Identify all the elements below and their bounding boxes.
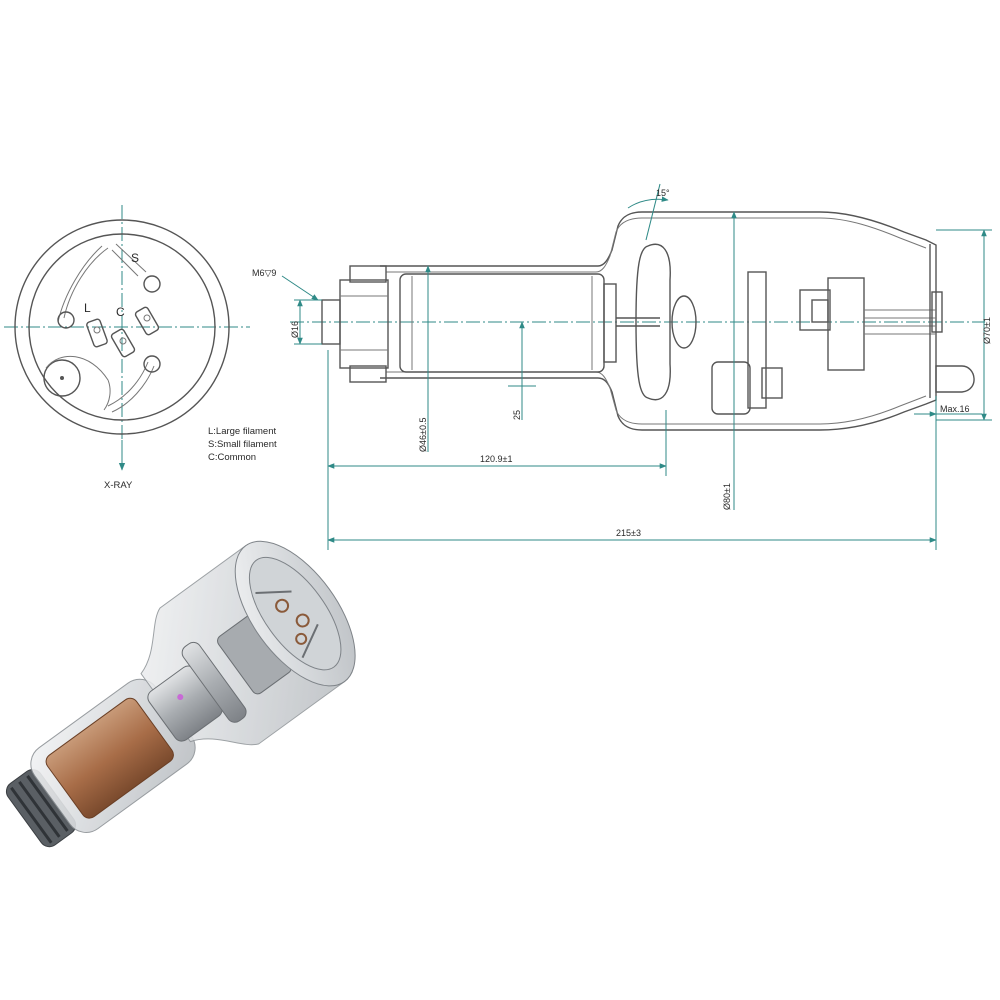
xray-direction-label: X-RAY bbox=[104, 480, 133, 491]
dim-stem-diameter: Ø16 bbox=[290, 321, 300, 338]
end-view-inner-circle bbox=[28, 233, 216, 421]
dim-envelope-small-diameter: Ø46±0.5 bbox=[418, 418, 428, 452]
glass-envelope bbox=[380, 211, 937, 431]
dim-max: Max.16 bbox=[940, 404, 970, 414]
rotor-cylinder bbox=[399, 273, 605, 373]
pin-label-common: C bbox=[116, 305, 125, 319]
dim-envelope-large-diameter: Ø80±1 bbox=[722, 483, 732, 510]
dim-offset: 25 bbox=[512, 410, 522, 420]
end-view: L S C X-RAY L:Large filament S:Small fil… bbox=[4, 205, 277, 491]
anode-disk bbox=[635, 243, 671, 401]
dim-end-diameter: Ø70±1 bbox=[982, 317, 992, 344]
cathode-plate bbox=[747, 271, 767, 409]
dim-overall-length: 215±3 bbox=[616, 528, 641, 538]
dim-anode-length: 120.9±1 bbox=[480, 454, 512, 464]
legend-common: C:Common bbox=[208, 452, 256, 463]
pin-label-small: S bbox=[131, 251, 139, 265]
dim-angle: 15° bbox=[656, 188, 670, 198]
legend-small-filament: S:Small filament bbox=[208, 439, 277, 450]
end-view-outer-circle bbox=[14, 219, 230, 435]
legend-large-filament: L:Large filament bbox=[208, 426, 276, 437]
tube-3d-render bbox=[5, 540, 356, 848]
dim-thread: M6▽9 bbox=[252, 268, 276, 278]
stem-body bbox=[339, 279, 389, 369]
side-view: M6▽9 Ø16 Ø46±0.5 25 120.9±1 15° Ø80±1 Ø7… bbox=[252, 183, 992, 550]
pin-label-large: L bbox=[84, 301, 91, 315]
